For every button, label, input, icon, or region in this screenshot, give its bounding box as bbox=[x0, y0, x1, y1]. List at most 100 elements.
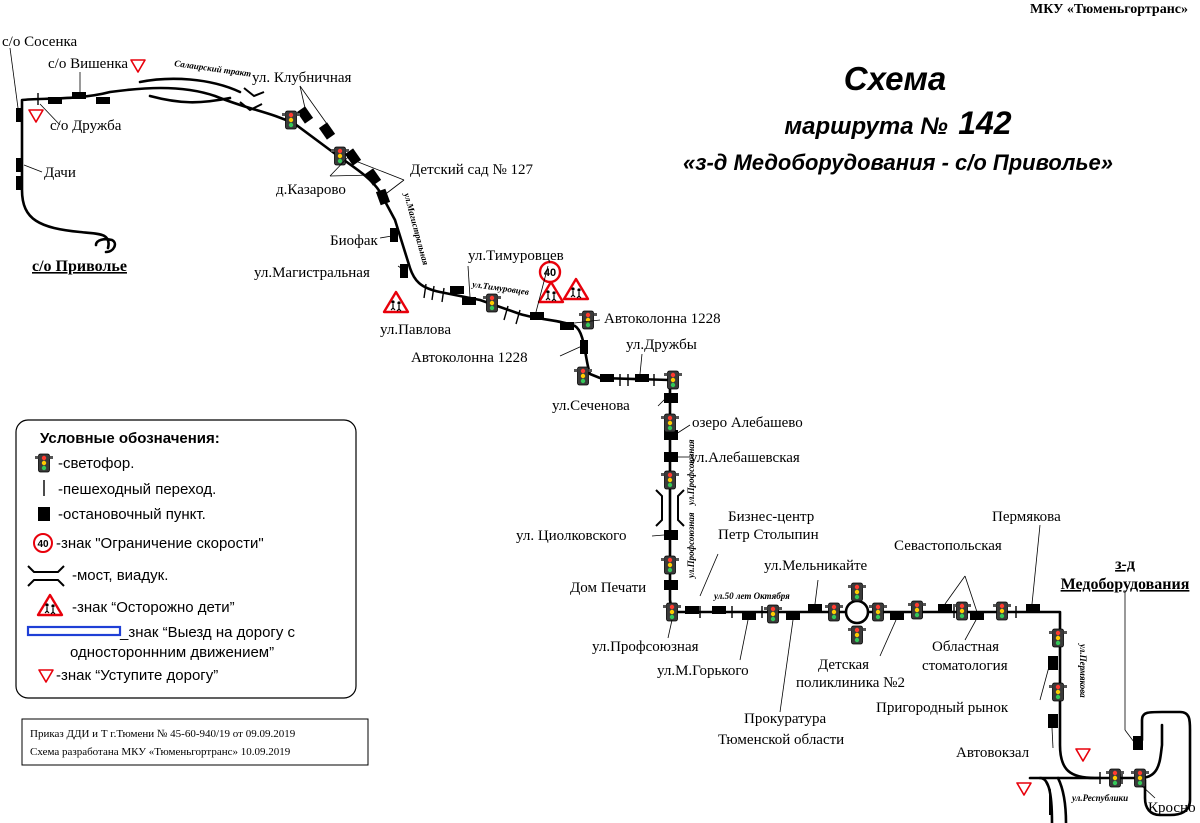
stop-marker bbox=[1026, 604, 1040, 612]
stop-labels: с/о Сосенка с/о Вишенка с/о Дружба Дачи … bbox=[2, 34, 1196, 816]
stop-marker bbox=[890, 612, 904, 620]
stop-label: Петр Столыпин bbox=[718, 527, 819, 543]
one-way-icon bbox=[26, 625, 122, 637]
pedestrian-crossings bbox=[37, 93, 1123, 784]
traffic-light-icon bbox=[578, 310, 598, 330]
traffic-light-icon bbox=[660, 413, 680, 433]
stop-marker bbox=[664, 452, 678, 462]
yield-icon bbox=[1075, 748, 1091, 762]
stop-marker bbox=[1048, 656, 1058, 670]
bridge-mark bbox=[243, 87, 265, 98]
bridge-mark bbox=[655, 489, 663, 527]
stop-marker bbox=[742, 612, 756, 620]
bridge-mark bbox=[1045, 781, 1051, 815]
salairsky-road-2 bbox=[148, 94, 232, 104]
stop-label: Автоколонна 1228 bbox=[604, 311, 721, 327]
children-warning-icon bbox=[562, 277, 590, 301]
stop-label: ул. Циолковского bbox=[516, 528, 626, 544]
privolye-loop bbox=[94, 237, 117, 254]
stop-marker bbox=[664, 430, 678, 440]
yield-icon bbox=[130, 59, 146, 73]
bridge-mark bbox=[677, 489, 685, 527]
stop-label: ул.Мельникайте bbox=[764, 558, 868, 574]
bridge-mark bbox=[239, 101, 263, 112]
stop-label: Биофак bbox=[330, 233, 379, 249]
legend-item: -знак “Осторожно дети” bbox=[72, 599, 235, 616]
stop-marker bbox=[786, 612, 800, 620]
stop-marker bbox=[560, 322, 574, 330]
stop-label: Дачи bbox=[44, 165, 76, 181]
stop-label: Детский сад № 127 bbox=[410, 162, 534, 178]
street-label: ул.Профсоюзная bbox=[686, 439, 696, 506]
stop-marker bbox=[296, 106, 314, 124]
stop-label: Пригородный рынок bbox=[876, 700, 1009, 716]
legend-heading: Условные обозначения: bbox=[40, 430, 220, 447]
stop-label: ул.Тимуровцев bbox=[468, 248, 564, 264]
stop-label: ул.Сеченова bbox=[552, 398, 630, 414]
legend-item: -пешеходный переход. bbox=[58, 481, 216, 498]
stop-label: озеро Алебашево bbox=[692, 415, 803, 431]
stop-label: ул.Магистральная bbox=[254, 265, 370, 281]
stop-marker bbox=[400, 264, 408, 278]
stop-marker bbox=[72, 92, 86, 99]
children-warning-icon bbox=[382, 290, 410, 314]
stop-marker bbox=[48, 97, 62, 104]
legend-item: -знак "Ограничение скорости" bbox=[56, 535, 264, 552]
yield-icon bbox=[1016, 782, 1032, 796]
stop-label: Тюменской области bbox=[718, 732, 844, 748]
stop-label: с/о Сосенка bbox=[2, 34, 78, 50]
stop-marker bbox=[664, 580, 678, 590]
stop-label: стоматология bbox=[922, 658, 1008, 674]
stop-label: Областная bbox=[932, 639, 999, 655]
stop-marker bbox=[16, 158, 23, 172]
street-label: ул.Профсоюзная bbox=[686, 512, 696, 579]
traffic-light-icon bbox=[847, 582, 867, 602]
terminal-start: с/о Приволье bbox=[32, 258, 127, 275]
stop-marker bbox=[450, 286, 464, 294]
route-endpoints: «з-д Медоборудования - с/о Приволье» bbox=[683, 150, 1113, 175]
street-label: ул.Пермякова bbox=[1078, 643, 1088, 698]
stop-marker bbox=[808, 604, 822, 612]
traffic-light-icon bbox=[660, 470, 680, 490]
stop-marker bbox=[1133, 736, 1143, 750]
stops bbox=[16, 92, 1143, 750]
legend-item: -светофор. bbox=[58, 455, 134, 472]
stop-label: с/о Дружба bbox=[50, 118, 122, 134]
stop-marker bbox=[530, 312, 544, 320]
stop-marker bbox=[16, 176, 23, 190]
street-label: ул.Тимуровцев bbox=[471, 279, 530, 297]
stop-marker bbox=[96, 97, 110, 104]
roundabout bbox=[844, 599, 870, 625]
org-name: МКУ «Тюменьгортранс» bbox=[1030, 2, 1188, 17]
stop-marker bbox=[970, 612, 984, 620]
stop-marker bbox=[1048, 714, 1058, 728]
stop-label: Дом Печати bbox=[570, 580, 646, 596]
legend-item: _знак “Выезд на дорогу с bbox=[119, 624, 296, 641]
stop-label: Пермякова bbox=[992, 509, 1061, 525]
traffic-light-icon bbox=[847, 625, 867, 645]
stop-label: ул.Алебашевская bbox=[690, 450, 800, 466]
legend-box: Условные обозначения: -светофор. -пешехо… bbox=[15, 419, 357, 699]
terminal-end-line2: Медоборудования bbox=[1061, 576, 1190, 593]
stop-marker bbox=[600, 374, 614, 382]
stop-marker bbox=[712, 606, 726, 614]
yield-icon bbox=[28, 109, 44, 123]
street-label: ул.50 лет Октября bbox=[713, 591, 790, 601]
note-line: Приказ ДДИ и Т г.Тюмени № 45-60-940/19 о… bbox=[30, 728, 296, 740]
speed-limit-sign: 40 bbox=[538, 260, 562, 284]
bridge-icon bbox=[27, 565, 65, 587]
stop-marker bbox=[664, 393, 678, 403]
route-word: маршрута № bbox=[784, 113, 948, 140]
stop-label: Севастопольская bbox=[894, 538, 1002, 554]
stop-label: с/о Вишенка bbox=[48, 56, 128, 72]
legend-item: -знак “Уступите дорогу” bbox=[56, 667, 218, 684]
stop-label: Автовокзал bbox=[956, 745, 1030, 761]
stop-marker bbox=[390, 228, 398, 242]
route-line bbox=[20, 86, 1164, 780]
terminal-end-line1: з-д bbox=[1115, 556, 1135, 573]
traffic-light-icon bbox=[1048, 628, 1068, 648]
legend-item: -остановочный пункт. bbox=[58, 506, 206, 523]
legend-item: одностороннним движением” bbox=[70, 644, 274, 661]
bridges bbox=[239, 87, 1051, 815]
